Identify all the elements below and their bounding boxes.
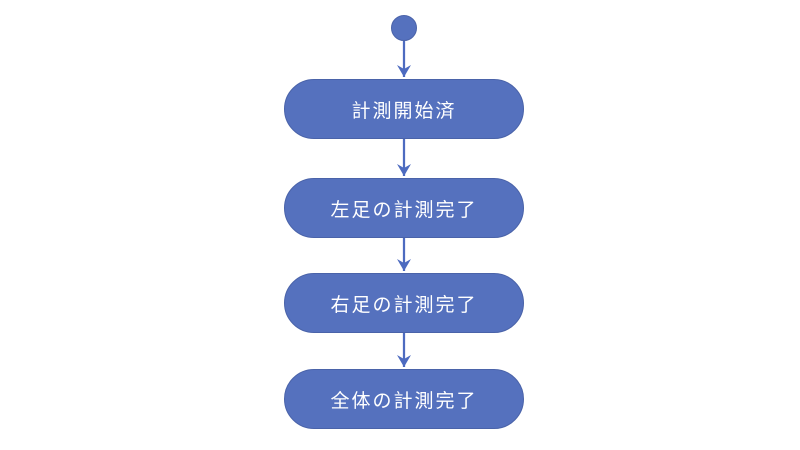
state-node-overall-complete: 全体の計測完了 xyxy=(284,369,524,429)
state-label: 全体の計測完了 xyxy=(330,390,478,412)
state-label: 左足の計測完了 xyxy=(330,199,478,221)
state-label: 右足の計測完了 xyxy=(330,294,478,316)
state-node-left-foot-complete: 左足の計測完了 xyxy=(284,178,524,238)
state-node-measure-started: 計測開始済 xyxy=(284,79,524,139)
state-node-right-foot-complete: 右足の計測完了 xyxy=(284,273,524,333)
initial-state-node xyxy=(391,15,417,41)
state-label: 計測開始済 xyxy=(351,100,457,122)
